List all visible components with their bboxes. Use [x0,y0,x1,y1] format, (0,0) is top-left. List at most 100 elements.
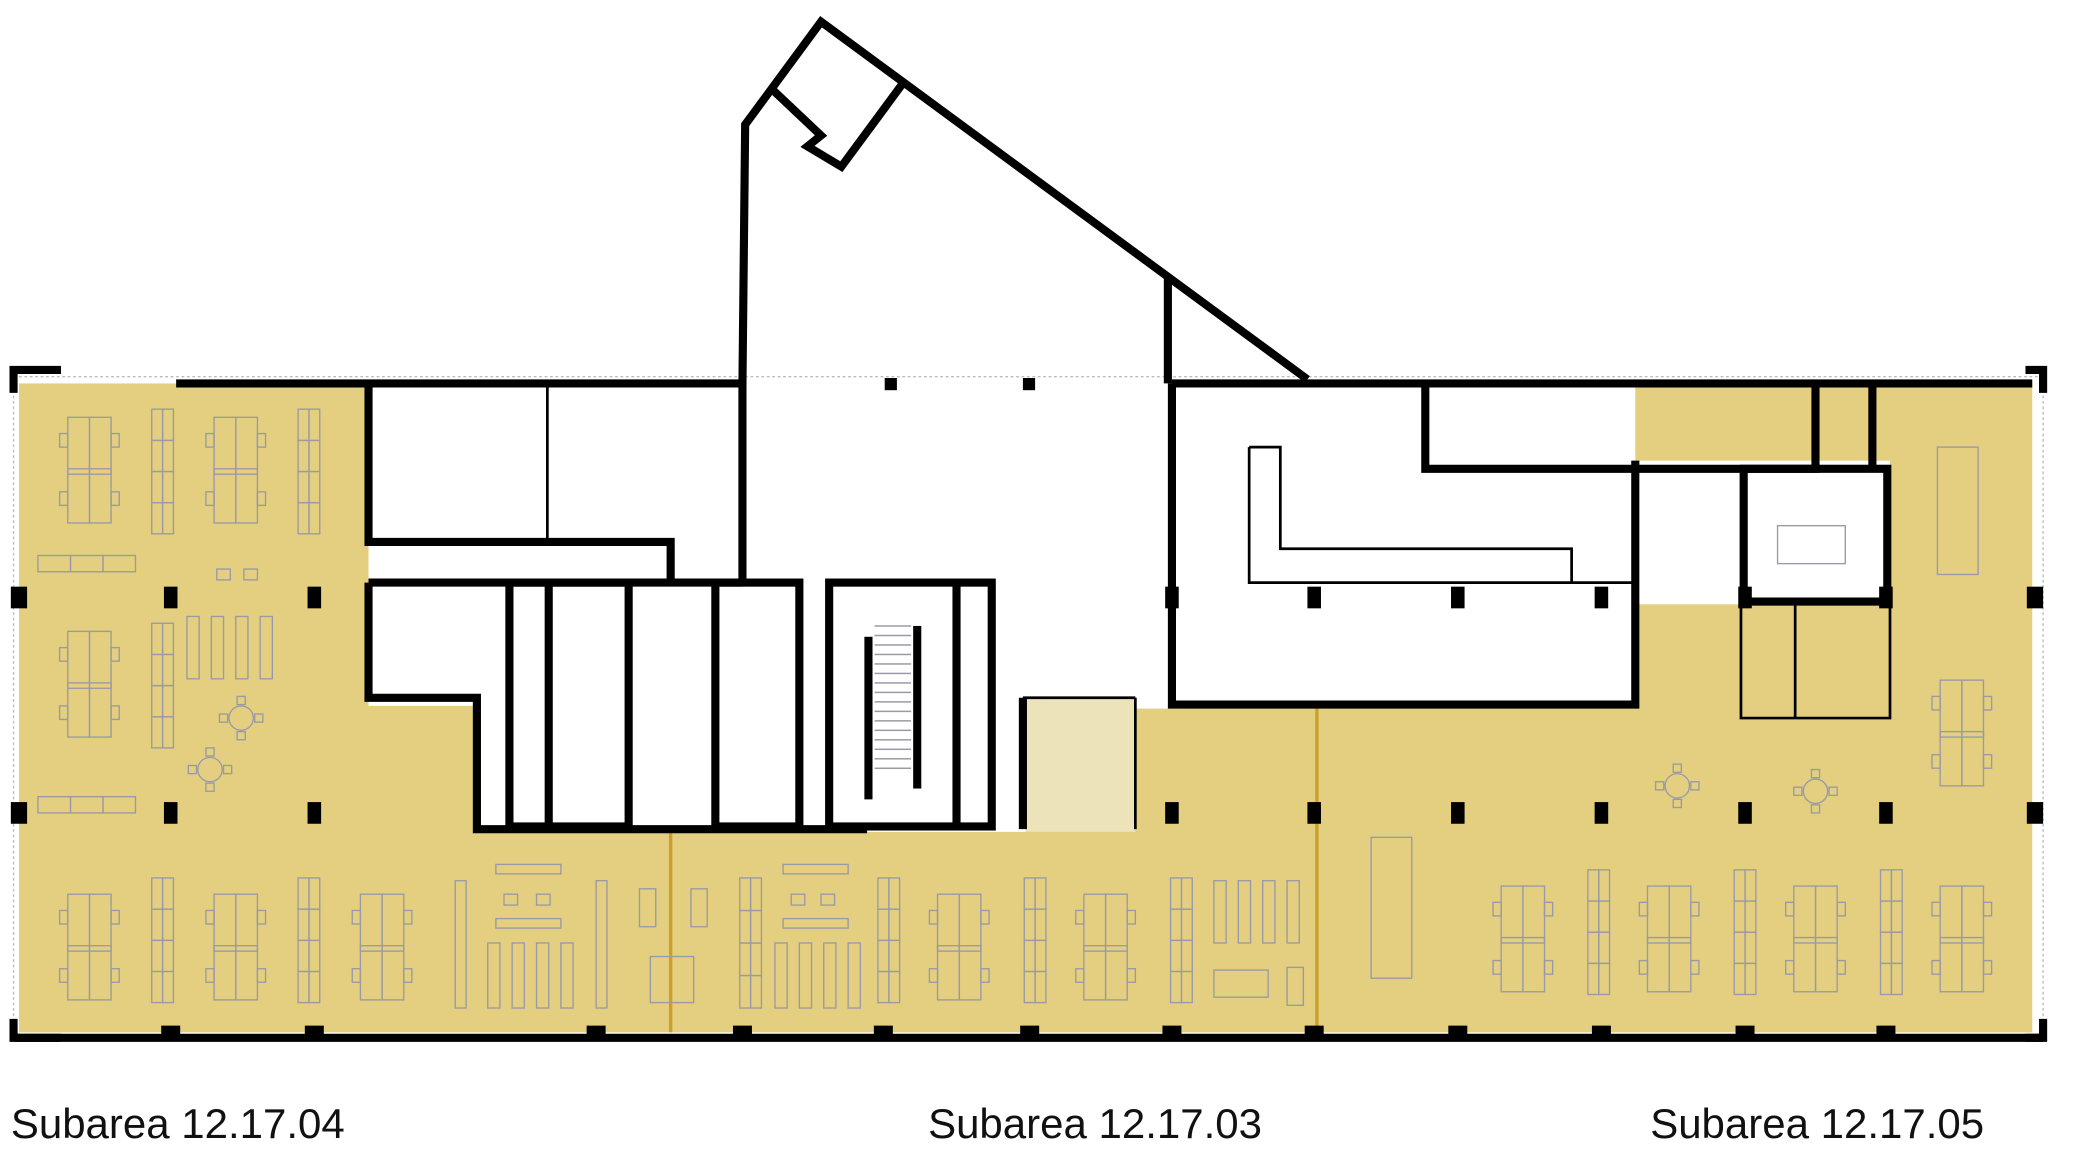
column [732,1025,752,1040]
desk-screen [359,945,405,952]
round-table [228,705,255,731]
chair [1075,968,1085,983]
chair [205,432,215,448]
core-zones [368,383,1890,832]
bench [1262,879,1276,944]
bench [186,615,200,680]
chair [256,491,267,507]
chair [1672,763,1683,773]
column [304,1025,324,1040]
chair [58,968,69,983]
counter [495,917,562,929]
counter [782,917,849,929]
chair [1075,909,1085,925]
chair [236,695,246,706]
column [1879,802,1893,824]
chair [1492,901,1502,917]
column [10,586,28,609]
chair [1810,768,1821,779]
column [2026,802,2044,824]
round-table [1664,772,1691,799]
chair [1931,695,1941,711]
chair [236,730,246,741]
plant [1286,966,1305,1006]
meeting-table [1936,446,1979,576]
chair [256,968,267,983]
round-table [197,756,223,783]
chair [187,764,198,775]
desk-screen [213,468,259,475]
bench [774,942,788,1009]
bench [595,879,608,1009]
counter [782,863,849,875]
chair [1690,959,1700,975]
column [307,586,322,609]
chair [1543,959,1554,975]
chair [205,491,215,507]
column [1020,1025,1040,1040]
furniture [37,408,1993,1009]
chair [1654,781,1665,791]
column [1307,586,1321,609]
chair [1126,909,1137,925]
column [161,1025,181,1040]
chair [256,909,267,925]
desk-screen [1646,936,1692,944]
chair [58,705,69,721]
chair [58,432,69,448]
armchair [535,893,551,906]
chair [928,909,939,925]
bench [1237,879,1252,944]
desk-screen [1500,936,1546,944]
chair [403,909,413,925]
column [1735,1025,1755,1040]
bench [454,879,467,1009]
chair [1672,798,1683,809]
desk-screen [1939,936,1985,944]
chair [1982,695,1993,711]
column [586,1025,606,1040]
column [1304,1025,1324,1040]
chair [110,491,120,507]
chair [351,909,362,925]
chair [1982,959,1993,975]
armchair [790,893,806,906]
stair-landing [1776,525,1846,565]
bench [847,942,861,1009]
low-cabinet [37,554,137,573]
plant [690,888,708,928]
column [884,378,897,391]
chair [1836,959,1846,975]
column [1307,802,1321,824]
chair [256,432,267,448]
bench [235,615,249,680]
column [873,1025,893,1040]
chair [1982,901,1993,917]
column [1879,586,1893,609]
column [307,802,322,824]
column [1738,586,1752,609]
chair [58,909,69,925]
bench [560,942,574,1009]
bench [798,942,813,1009]
bench [1286,879,1300,944]
bench [535,942,550,1009]
desk-screen [213,945,259,952]
chair [222,764,233,775]
chair [110,968,120,983]
chair [1126,968,1137,983]
chair [1690,901,1700,917]
column [1591,1025,1611,1040]
bench [511,942,525,1009]
chair [205,968,215,983]
chair [980,909,990,925]
bench [210,615,225,680]
chair [1784,901,1795,917]
chair [1836,901,1846,917]
column [10,802,28,824]
armchair [243,568,259,581]
column [163,802,178,824]
armchair [216,568,231,581]
column [1162,1025,1182,1040]
